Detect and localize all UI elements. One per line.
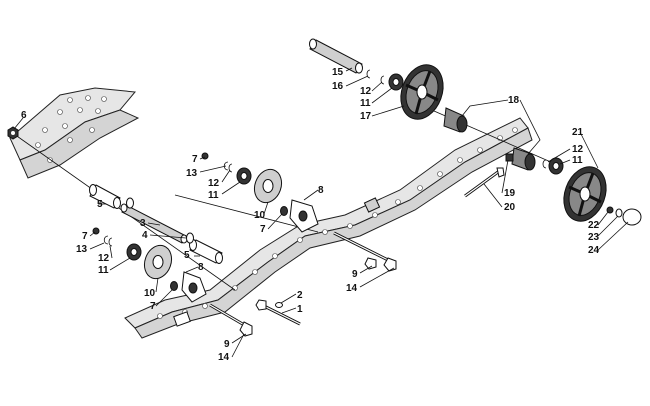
callout-1: 1 (297, 304, 303, 315)
ring-4 (126, 197, 194, 244)
bolt-20 (464, 167, 505, 198)
callout-10-mid: 10 (254, 210, 266, 221)
right-slide-rail (124, 117, 533, 339)
callout-8-mid: 8 (318, 185, 324, 196)
callout-24: 24 (588, 245, 600, 256)
bearing-11-top (388, 73, 404, 91)
callout-5-upper: 5 (97, 199, 103, 210)
left-slide-rail (9, 87, 140, 179)
callout-2: 2 (297, 290, 303, 301)
leader-lines (13, 67, 629, 358)
spacer-5-lower (189, 239, 223, 264)
callout-4: 4 (142, 230, 148, 241)
callout-11-left: 11 (98, 265, 109, 276)
bearing-11-front (548, 157, 564, 175)
washer-2 (275, 302, 283, 308)
bolt-22 (606, 206, 614, 214)
axle-15 (309, 38, 363, 74)
callout-12-left: 12 (98, 253, 110, 264)
callout-7-mid: 7 (192, 154, 198, 165)
callout-8-lower: 8 (198, 262, 204, 273)
callout-11-top: 11 (360, 98, 371, 109)
callout-6: 6 (21, 110, 27, 121)
callout-10-lower: 10 (144, 288, 156, 299)
spacer-5-upper (89, 184, 121, 209)
callout-9-right: 9 (352, 269, 358, 280)
callout-7-lower: 7 (150, 301, 156, 312)
callout-11-mid: 11 (208, 190, 219, 201)
callout-12-top: 12 (360, 86, 372, 97)
callout-22: 22 (588, 220, 600, 231)
bolt-9-left (209, 303, 253, 337)
callout-17: 17 (360, 111, 372, 122)
bolt-1 (255, 299, 301, 326)
callout-5-lower: 5 (184, 250, 190, 261)
callout-11-front: 11 (572, 155, 583, 166)
callout-3: 3 (140, 218, 146, 229)
callout-13-left: 13 (76, 244, 88, 255)
cap-24 (622, 208, 642, 226)
bolt-9-right (333, 231, 397, 272)
callout-21: 21 (572, 127, 584, 138)
callout-12-mid: 12 (208, 178, 220, 189)
washer-23 (615, 208, 623, 218)
callout-16: 16 (332, 81, 344, 92)
circlip-12-top (380, 75, 385, 85)
circlip-12-front (542, 159, 547, 169)
callout-7-mid-lower: 7 (260, 224, 266, 235)
nut-6 (7, 126, 19, 140)
middle-wheel-group (201, 152, 319, 233)
circlip-16 (366, 69, 371, 79)
callout-15: 15 (332, 67, 344, 78)
spacer-18-top (443, 107, 468, 133)
callout-labels: 6 5 3 4 5 7 13 12 11 8 10 7 9 14 2 1 7 1… (21, 67, 600, 363)
callout-18: 18 (508, 95, 520, 106)
callout-19: 19 (504, 188, 516, 199)
callout-9-lower: 9 (224, 339, 230, 350)
callout-12-front: 12 (572, 144, 584, 155)
hub-18-front (511, 147, 536, 171)
wheel-17 (400, 64, 444, 120)
callout-23: 23 (588, 232, 600, 243)
callout-7-left: 7 (82, 231, 88, 242)
callout-14-lower: 14 (218, 352, 230, 363)
callout-13-mid: 13 (186, 168, 198, 179)
callout-14-right: 14 (346, 283, 358, 294)
callout-20: 20 (504, 202, 516, 213)
nut-19 (505, 153, 514, 162)
left-lower-wheel-group (92, 227, 207, 303)
wheel-21 (563, 166, 607, 222)
